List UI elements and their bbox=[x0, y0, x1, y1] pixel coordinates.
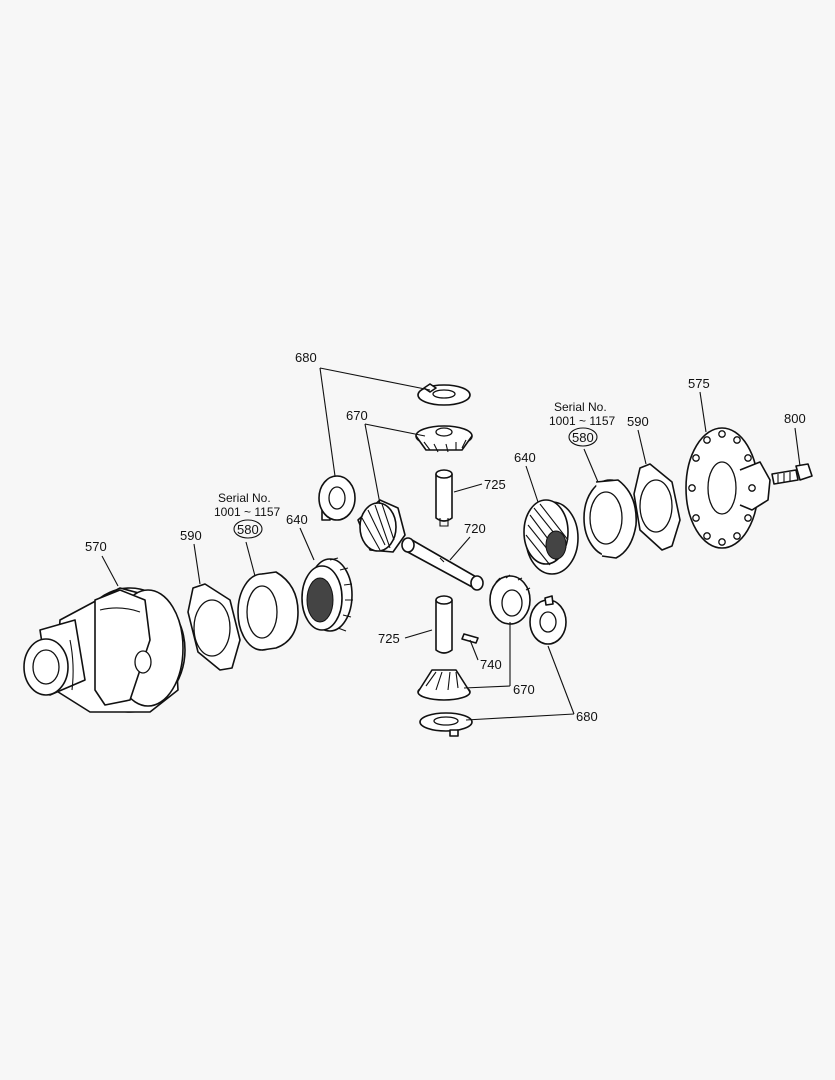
label-590-right: 590 bbox=[627, 414, 649, 429]
label-725-bottom: 725 bbox=[378, 631, 400, 646]
part-575-flange-cover bbox=[685, 427, 771, 549]
part-725-pin-bottom bbox=[435, 595, 453, 654]
label-720: 720 bbox=[464, 521, 486, 536]
part-570-differential-case bbox=[23, 587, 186, 713]
label-575: 575 bbox=[688, 376, 710, 391]
part-670-pinion-bottom bbox=[417, 669, 471, 701]
label-670-bottom: 670 bbox=[513, 682, 535, 697]
label-800: 800 bbox=[784, 411, 806, 426]
label-740: 740 bbox=[480, 657, 502, 672]
part-680-washer-lower-right bbox=[529, 595, 567, 645]
part-720-cross-shaft bbox=[401, 537, 484, 591]
part-590-shim-left bbox=[187, 583, 241, 671]
label-670-top: 670 bbox=[346, 408, 368, 423]
part-680-washer-upper-left bbox=[318, 475, 356, 521]
serial-note-right: Serial No. 1001 ~ 1157 580 bbox=[549, 400, 616, 447]
part-680-washer-bottom bbox=[419, 712, 473, 737]
part-670-pinion-lower-right bbox=[489, 574, 531, 625]
serial-note-right-ref: 580 bbox=[572, 430, 594, 445]
serial-note-right-line2: 1001 ~ 1157 bbox=[549, 414, 616, 428]
serial-note-left-ref-circle bbox=[233, 519, 263, 539]
part-725-pin-top bbox=[435, 469, 453, 527]
label-725-top: 725 bbox=[484, 477, 506, 492]
leader-lines bbox=[101, 367, 801, 721]
part-670-pinion-left bbox=[357, 499, 406, 553]
label-680-bottom: 680 bbox=[576, 709, 598, 724]
part-800-bolt bbox=[771, 463, 813, 485]
part-740-small-pin bbox=[461, 633, 479, 644]
label-640-right: 640 bbox=[514, 450, 536, 465]
label-680-top: 680 bbox=[295, 350, 317, 365]
label-640-left: 640 bbox=[286, 512, 308, 527]
serial-note-left: Serial No. 1001 ~ 1157 580 bbox=[214, 491, 281, 539]
part-680-washer-top bbox=[417, 383, 471, 406]
part-580-bearing-left bbox=[237, 571, 299, 651]
serial-note-right-ref-circle bbox=[568, 427, 598, 447]
serial-note-left-ref: 580 bbox=[237, 522, 259, 537]
label-590-left: 590 bbox=[180, 528, 202, 543]
callout-labels: 570 590 640 680 670 725 720 640 590 575 … bbox=[85, 350, 806, 724]
part-640-side-gear-left bbox=[301, 557, 353, 632]
serial-note-left-line2: 1001 ~ 1157 bbox=[214, 505, 281, 519]
part-640-side-gear-right bbox=[523, 499, 579, 575]
serial-note-right-line1: Serial No. bbox=[554, 400, 607, 414]
part-580-bearing-right bbox=[583, 479, 637, 559]
part-590-shim-right bbox=[633, 463, 681, 551]
serial-note-left-line1: Serial No. bbox=[218, 491, 271, 505]
label-570: 570 bbox=[85, 539, 107, 554]
part-670-pinion-top bbox=[415, 425, 473, 453]
